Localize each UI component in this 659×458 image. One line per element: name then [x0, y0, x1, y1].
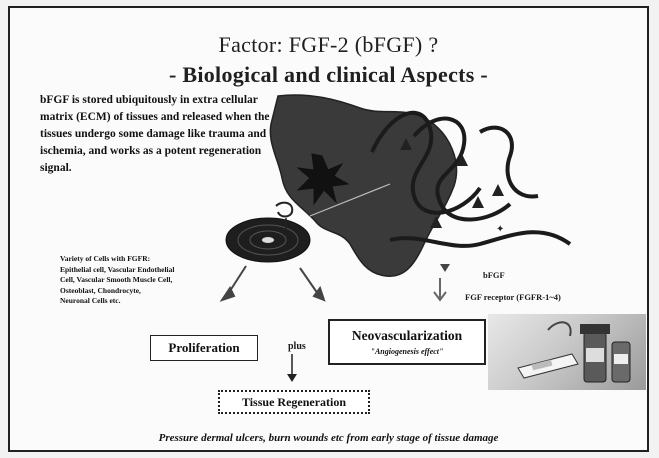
slide-title-line1: Factor: FGF-2 (bFGF) ?	[10, 32, 647, 58]
slide: ✦ Factor: FGF-2 (bFGF) ? - Biological an…	[8, 6, 649, 452]
cell-list-line: Variety of Cells with FGFR:	[60, 254, 260, 265]
cell-list-line: Osteoblast, Chondrocyte,	[60, 286, 260, 297]
proliferation-box: Proliferation	[150, 335, 258, 361]
svg-text:✦: ✦	[496, 224, 504, 235]
plus-label: plus	[288, 341, 306, 352]
intro-paragraph: bFGF is stored ubiquitously in extra cel…	[40, 92, 278, 177]
receptor-label: FGF receptor (FGFR-1~4)	[465, 292, 561, 302]
tissue-regeneration-box: Tissue Regeneration	[218, 390, 370, 414]
cell-type-list: Variety of Cells with FGFR: Epithelial c…	[60, 254, 260, 307]
angiogenesis-subtitle: "Angiogenesis effect"	[371, 347, 444, 356]
cell-list-line: Neuronal Cells etc.	[60, 296, 260, 307]
slide-title-line2: - Biological and clinical Aspects -	[10, 62, 647, 88]
neovascularization-box: Neovascularization "Angiogenesis effect"	[328, 319, 486, 365]
bfgf-label: bFGF	[483, 270, 505, 280]
bottom-caption: Pressure dermal ulcers, burn wounds etc …	[10, 432, 647, 444]
cell-list-line: Cell, Vascular Smooth Muscle Cell,	[60, 275, 260, 286]
product-photo	[488, 314, 646, 390]
cell-list-line: Epithelial cell, Vascular Endothelial	[60, 265, 260, 276]
neovascularization-label: Neovascularization	[352, 328, 462, 344]
